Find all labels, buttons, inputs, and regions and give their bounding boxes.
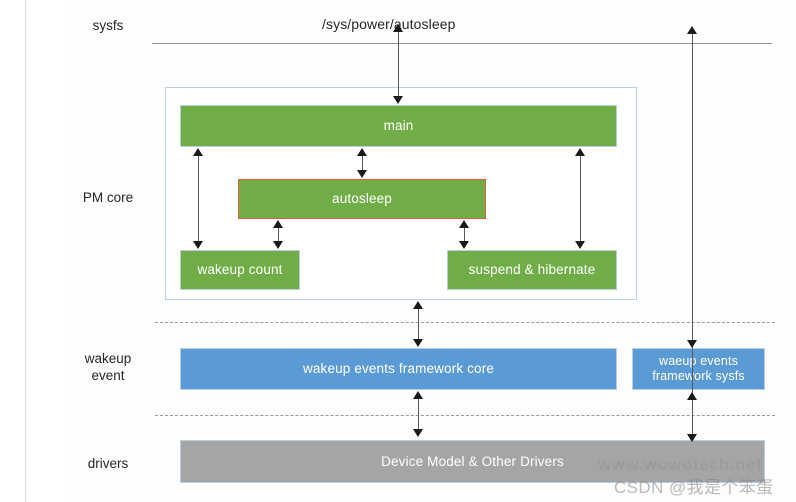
arrow-autosleep-to-suspend-head-up [459, 220, 469, 228]
box-main[interactable]: main [180, 105, 617, 147]
page-left-rule [25, 0, 26, 502]
arrow-autosleep-to-wakeup-count-head-down [273, 241, 283, 249]
arrow-main-to-suspend-line [580, 154, 581, 244]
arrow-autosleep-to-suspend-head-down [459, 241, 469, 249]
arrow-wef-core-to-drivers-head-down [413, 429, 423, 437]
arrow-sysfs-to-main-line [398, 30, 399, 100]
arrow-pmcore-to-wef-core-head-up [413, 301, 423, 309]
arrow-main-to-wakeup-count-head-up [193, 148, 203, 156]
arrow-right-spine-head-up [687, 26, 697, 34]
arrow-main-to-wakeup-count-head-down [193, 241, 203, 249]
arrow-autosleep-to-suspend-line [464, 226, 465, 244]
arrow-wef-core-to-drivers-line [418, 397, 419, 434]
arrow-pmcore-to-wef-core-line [418, 307, 419, 342]
arrow-right-spine-line [692, 33, 693, 440]
arrow-sysfs-to-main-head-down [393, 96, 403, 104]
box-device-model-other-drivers[interactable]: Device Model & Other Drivers [180, 440, 765, 483]
arrow-pmcore-to-wef-core-head-down [413, 339, 423, 347]
arrow-main-to-autosleep-head-up [357, 148, 367, 156]
arrow-main-to-suspend-head-up [575, 148, 585, 156]
arrow-main-to-suspend-head-down [575, 241, 585, 249]
row-label-sysfs: sysfs [92, 18, 124, 33]
arrow-main-to-wakeup-count-line [198, 154, 199, 244]
box-autosleep[interactable]: autosleep [238, 179, 486, 219]
sysfs-path-caption: /sys/power/autosleep [322, 16, 456, 32]
arrow-main-to-autosleep-line [362, 154, 363, 173]
divider-sysfs [152, 43, 772, 44]
box-wakeup-events-framework-sysfs[interactable]: waeup events framework sysfs [632, 348, 765, 390]
arrow-autosleep-to-wakeup-count-head-up [273, 220, 283, 228]
row-label-wakeup-event: wakeup event [84, 351, 132, 383]
arrow-sysfs-to-main-head-up [393, 24, 403, 32]
row-label-pm-core: PM core [82, 190, 134, 205]
arrow-autosleep-to-wakeup-count-line [278, 226, 279, 244]
row-label-drivers: drivers [87, 456, 129, 471]
arrow-wef-core-to-drivers-head-up [413, 391, 423, 399]
box-suspend-and-hibernate[interactable]: suspend & hibernate [447, 250, 617, 290]
box-wakeup-events-framework-core[interactable]: wakeup events framework core [180, 348, 617, 390]
box-wakeup-count[interactable]: wakeup count [180, 250, 300, 290]
arrow-right-spine-head-down [687, 434, 697, 442]
arrow-out-of-wef-sysfs-head-up [687, 392, 697, 400]
divider-wakeup-bottom [155, 415, 775, 416]
arrow-main-to-autosleep-head-down [357, 170, 367, 178]
arrow-into-wef-sysfs-head-down [687, 340, 697, 348]
divider-wakeup-top [155, 322, 775, 323]
